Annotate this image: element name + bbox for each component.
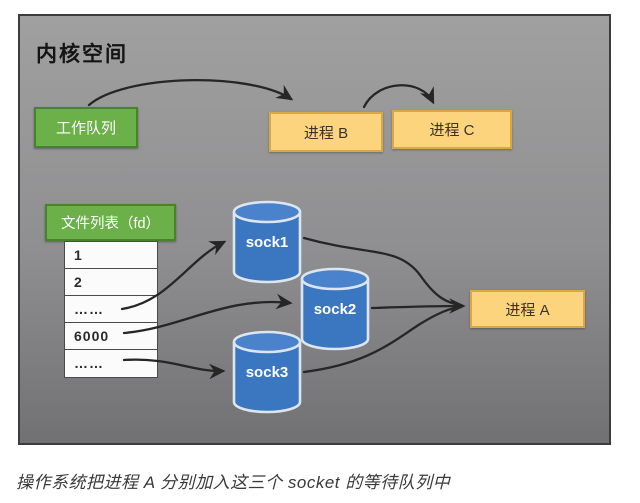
work-queue-box: 工作队列 — [34, 107, 138, 148]
fd-list-header: 文件列表（fd） — [45, 204, 176, 241]
fd-row-2: 2 — [65, 269, 157, 296]
process-b-label: 进程 B — [303, 124, 349, 142]
sock2-cylinder: sock2 — [300, 267, 370, 351]
process-c-label: 进程 C — [429, 122, 475, 139]
work-queue-label: 工作队列 — [55, 120, 116, 137]
fd-table: 1 2 …… 6000 …… — [64, 241, 158, 378]
arrow-workqueue-to-processB — [87, 78, 294, 107]
sock2-label: sock2 — [313, 301, 357, 318]
fd-row-6000: 6000 — [65, 323, 157, 350]
sock1-cylinder: sock1 — [232, 200, 302, 284]
process-a-box: 进程 A — [470, 290, 585, 328]
arrow-processB-to-processC — [362, 84, 435, 109]
diagram-caption: 操作系统把进程 A 分别加入这三个 socket 的等待队列中 — [16, 473, 451, 492]
fd-row-1: 1 — [65, 242, 157, 269]
process-c-box: 进程 C — [392, 110, 512, 149]
fd-row-ellipsis-1: …… — [65, 296, 157, 323]
fd-list-header-label: 文件列表（fd） — [60, 216, 161, 232]
process-b-box: 进程 B — [269, 112, 383, 152]
fd-row-ellipsis-2: …… — [74, 355, 104, 371]
kernel-space-panel: 内核空间 工作队列 进程 B 进程 C 进程 A 文件列表（fd） 1 2 ……… — [18, 14, 611, 445]
cylinder-shape-icon — [232, 200, 302, 284]
sock1-label: sock1 — [245, 234, 289, 251]
arrow-sock2-to-processA — [370, 298, 466, 314]
sock3-label: sock3 — [245, 364, 289, 381]
kernel-space-title: 内核空间 — [36, 43, 128, 66]
sock3-cylinder: sock3 — [232, 330, 302, 414]
process-a-label: 进程 A — [505, 301, 550, 319]
